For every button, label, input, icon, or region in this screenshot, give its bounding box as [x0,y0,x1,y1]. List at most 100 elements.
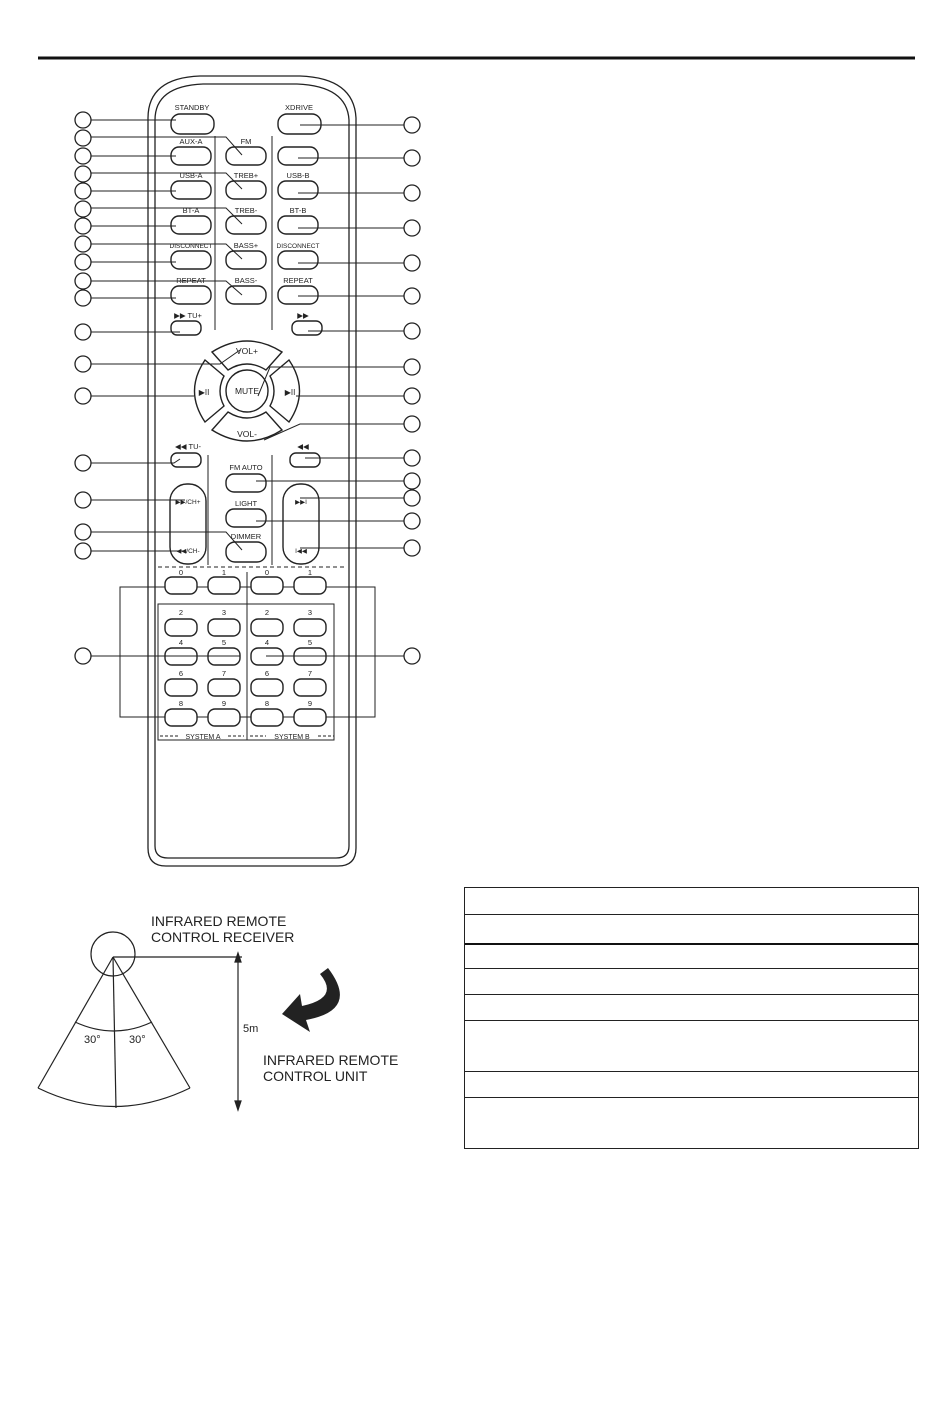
ff-b-label: ▶▶ [297,311,310,320]
repeat-a-button[interactable] [170,285,212,305]
ch-plus-label: ▶▶/CH+ [176,499,201,506]
bass-plus-label: BASS+ [234,241,259,250]
treb-plus-button[interactable] [225,180,267,200]
sys-a-0-button[interactable] [164,576,198,595]
usb-a-button[interactable] [170,180,212,200]
mute-button[interactable] [225,369,269,413]
pointing-arrow-icon [282,968,340,1032]
sys-b-0-button[interactable] [250,576,284,595]
callout-circle [74,289,92,307]
number-buttons [164,576,327,727]
sys-a-2-button[interactable] [164,618,198,637]
vol-plus-button[interactable] [210,340,284,371]
digit-b-6: 6 [265,669,269,678]
callout-circle [74,542,92,560]
play-a-button[interactable] [193,358,225,424]
callout-circle [403,449,421,467]
dimmer-button[interactable] [225,541,267,563]
light-label: LIGHT [235,499,258,508]
xdrive-button[interactable] [277,113,322,135]
callout-circle [74,323,92,341]
standby-button[interactable] [170,113,215,135]
callout-circle [403,116,421,134]
mute-label: MUTE [235,386,259,396]
sys-a-6-button[interactable] [164,678,198,697]
callout-circle [403,415,421,433]
table-row [465,888,918,915]
aux-a-button[interactable] [170,146,212,166]
digit-a-9: 9 [222,699,226,708]
bass-minus-button[interactable] [225,285,267,305]
ir-diagram-labels: INFRARED REMOTE CONTROL RECEIVER INFRARE… [84,913,398,1084]
dimmer-label: DIMMER [231,532,262,541]
bass-plus-button[interactable] [225,250,267,270]
callout-circle [74,387,92,405]
remote-labels: STANDBY XDRIVE FM AUX-A TREB+ USB-A USB-… [170,103,320,741]
repeat-b-button[interactable] [277,285,319,305]
callout-circle [74,523,92,541]
usb-b-label: USB-B [287,171,310,180]
callout-circle [74,253,92,271]
disconnect-b-label: DISCONNECT [277,243,320,250]
prev-b-label: I◀◀ [295,548,308,555]
table-row [465,1020,918,1072]
system-b-label: SYSTEM B [274,734,310,741]
table-row [465,968,918,995]
spec-table [464,887,919,1149]
sys-b-9-button[interactable] [293,708,327,727]
bt-a-label: BT-A [183,206,200,215]
bass-minus-label: BASS- [235,276,258,285]
standby-label: STANDBY [175,103,210,112]
callout-circle [403,219,421,237]
repeat-b-label: REPEAT [283,276,313,285]
ch-minus-label: ◀◀/CH- [176,548,199,555]
aux-b-button[interactable] [277,146,319,166]
sys-a-1-button[interactable] [207,576,241,595]
ch-plus-minus-rocker[interactable] [169,483,207,565]
tu-minus-button[interactable] [170,452,202,468]
bt-a-button[interactable] [170,215,212,235]
digit-b-1: 1 [308,568,312,577]
table-row [465,944,918,969]
sys-b-3-button[interactable] [293,618,327,637]
next-prev-b-rocker[interactable] [282,483,320,565]
sys-b-8-button[interactable] [250,708,284,727]
sys-a-3-button[interactable] [207,618,241,637]
aux-a-label: AUX-A [180,137,203,146]
treb-minus-button[interactable] [225,215,267,235]
rew-b-button[interactable] [289,452,321,468]
vol-minus-label: VOL- [237,429,257,439]
vol-minus-button[interactable] [210,411,284,442]
sys-a-7-button[interactable] [207,678,241,697]
tu-plus-button[interactable] [170,320,202,336]
play-b-button[interactable] [269,358,301,424]
fm-auto-button[interactable] [225,473,267,493]
tu-minus-label: ◀◀ TU- [175,442,201,451]
sys-b-2-button[interactable] [250,618,284,637]
usb-b-button[interactable] [277,180,319,200]
fm-button[interactable] [225,146,267,166]
disconnect-b-button[interactable] [277,250,319,270]
sys-a-9-button[interactable] [207,708,241,727]
callout-circle [74,272,92,290]
unit-label-line2: CONTROL UNIT [263,1068,368,1084]
sys-b-7-button[interactable] [293,678,327,697]
ff-b-button[interactable] [291,320,323,336]
callout-circle [74,165,92,183]
digit-b-9: 9 [308,699,312,708]
sys-a-8-button[interactable] [164,708,198,727]
rew-b-label: ◀◀ [297,442,310,451]
bt-b-button[interactable] [277,215,319,235]
table-row [465,994,918,1021]
light-button[interactable] [225,508,267,528]
next-b-label: ▶▶I [295,499,307,506]
callout-circle [403,539,421,557]
callout-circle [74,235,92,253]
digit-b-8: 8 [265,699,269,708]
sys-b-6-button[interactable] [250,678,284,697]
digit-a-0: 0 [179,568,183,577]
digit-b-7: 7 [308,669,312,678]
disconnect-a-button[interactable] [170,250,212,270]
system-a-label: SYSTEM A [185,734,220,741]
sys-b-1-button[interactable] [293,576,327,595]
